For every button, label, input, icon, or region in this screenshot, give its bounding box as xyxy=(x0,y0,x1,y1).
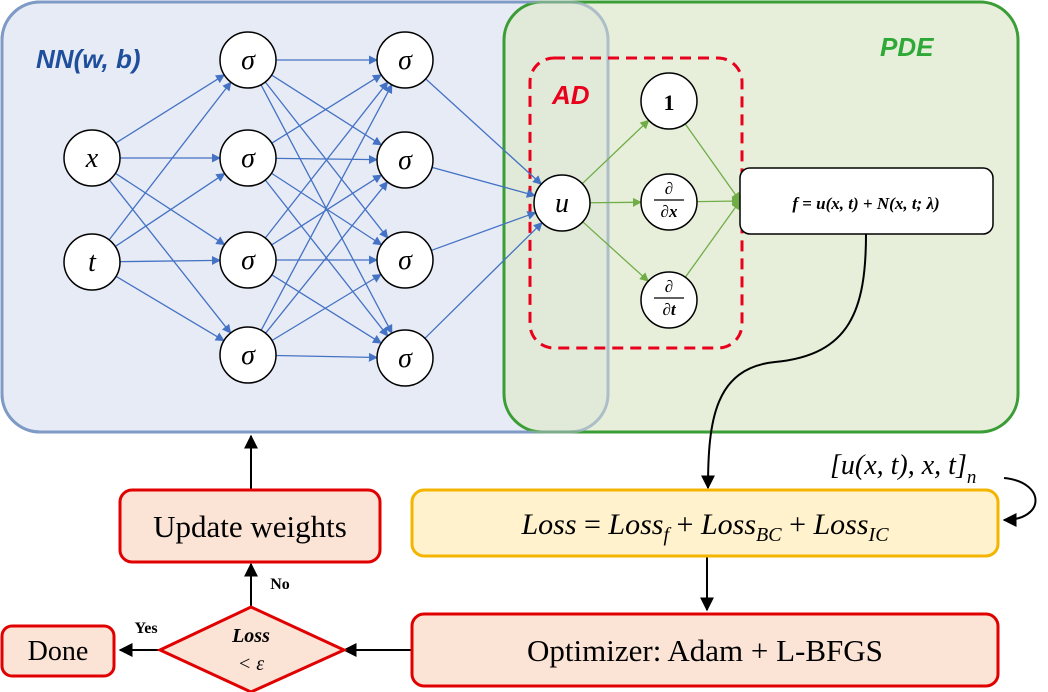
data-points-label: [u(x, t), x, t]n xyxy=(830,450,976,488)
hidden1-node-1: σ xyxy=(219,31,277,89)
deriv-node-dx: ∂ ∂x xyxy=(640,173,698,231)
hidden2-node-1: σ xyxy=(376,31,434,89)
ad-edge xyxy=(582,221,649,282)
output-node-u: u xyxy=(533,174,591,232)
deriv-node-dt: ∂ ∂t xyxy=(640,271,698,329)
hidden2-node-4: σ xyxy=(376,329,434,387)
nn-edge xyxy=(275,352,378,362)
decision-line-2: < ε xyxy=(238,653,264,675)
nn-edge xyxy=(108,179,232,334)
hidden2-node-2: σ xyxy=(376,131,434,189)
nn-edge xyxy=(264,81,389,239)
hidden2-node-4-label: σ xyxy=(398,343,413,374)
nn-edge xyxy=(271,74,383,144)
input-node-x-label: x xyxy=(85,143,99,174)
nn-region-overlap-outline xyxy=(0,0,610,434)
deriv-node-dx-numerator: ∂ xyxy=(665,179,673,198)
residual-equation: f = u(x, t) + N(x, t; λ) xyxy=(792,194,939,213)
ad-to-residual-edge xyxy=(684,123,741,202)
ad-edges xyxy=(581,119,741,282)
nn-edge xyxy=(271,174,383,246)
ad-to-residual-edge xyxy=(684,200,741,278)
done-box: Done xyxy=(0,624,116,678)
loss-equation: Loss = Lossf + LossBC + LossIC xyxy=(520,508,889,546)
residual-box: f = u(x, t) + N(x, t; λ) xyxy=(739,167,994,235)
ad-label: AD xyxy=(551,80,590,110)
deriv-node-dx-denominator: ∂x xyxy=(661,202,678,221)
hidden1-node-4: σ xyxy=(219,326,277,384)
hidden2-node-2-label: σ xyxy=(398,145,413,176)
hidden1-node-2-label: σ xyxy=(241,143,256,174)
hidden1-node-3: σ xyxy=(219,231,277,289)
nn-edge xyxy=(265,181,389,334)
ad-to-residual-edge xyxy=(696,196,741,206)
nn-edge xyxy=(115,172,226,246)
hidden2-node-1-label: σ xyxy=(398,45,413,76)
loss-box: Loss = Lossf + LossBC + LossIC xyxy=(410,488,1000,558)
input-node-t-label: t xyxy=(88,247,97,278)
decision-line-1: Loss xyxy=(231,625,270,647)
nn-edge xyxy=(114,172,226,248)
input-node-x: x xyxy=(63,129,121,187)
hidden1-node-4-label: σ xyxy=(241,340,256,371)
nn-edge xyxy=(115,275,225,342)
nn-edge xyxy=(431,166,536,198)
ad-edge xyxy=(581,119,650,185)
input-node-t: t xyxy=(63,233,121,291)
nn-edges xyxy=(108,55,543,362)
nn-edge xyxy=(271,74,383,146)
update-weights-box: Update weights xyxy=(118,488,382,564)
nn-edge xyxy=(431,211,537,252)
output-node-u-label: u xyxy=(555,188,569,219)
deriv-node-dt-denominator: ∂t xyxy=(662,300,676,319)
ad-region xyxy=(528,56,744,350)
hidden2-node-3-label: σ xyxy=(398,245,413,276)
residual-to-loss-connector xyxy=(701,233,867,490)
deriv-node-identity-label: 1 xyxy=(664,90,675,115)
nn-edge xyxy=(271,274,383,344)
yes-label: Yes xyxy=(134,620,157,637)
hidden1-node-1-label: σ xyxy=(241,45,256,76)
nn-edge xyxy=(119,255,221,266)
no-label: No xyxy=(270,576,290,593)
nn-edge xyxy=(271,172,383,246)
hidden1-node-3-label: σ xyxy=(241,245,256,276)
decision-diamond: Loss < ε xyxy=(156,605,348,692)
update-weights-label: Update weights xyxy=(153,509,347,544)
optimizer-box: Optimizer: Adam + L-BFGS xyxy=(410,612,1000,688)
done-label: Done xyxy=(28,636,89,667)
nn-edge xyxy=(115,74,226,144)
optimizer-label: Optimizer: Adam + L-BFGS xyxy=(527,633,883,668)
nn-edge xyxy=(425,78,542,185)
nn-label: NN(w, b) xyxy=(36,44,141,74)
nn-edge xyxy=(260,83,393,331)
nn-edge xyxy=(271,273,382,342)
deriv-node-dt-numerator: ∂ xyxy=(665,277,673,296)
hidden1-node-2: σ xyxy=(219,129,277,187)
hidden2-node-3: σ xyxy=(376,231,434,289)
nn-edge xyxy=(108,81,232,241)
pde-label: PDE xyxy=(880,32,934,62)
nn-edge xyxy=(424,222,543,339)
data-to-loss-connector xyxy=(1002,477,1037,527)
deriv-node-identity: 1 xyxy=(640,72,698,130)
